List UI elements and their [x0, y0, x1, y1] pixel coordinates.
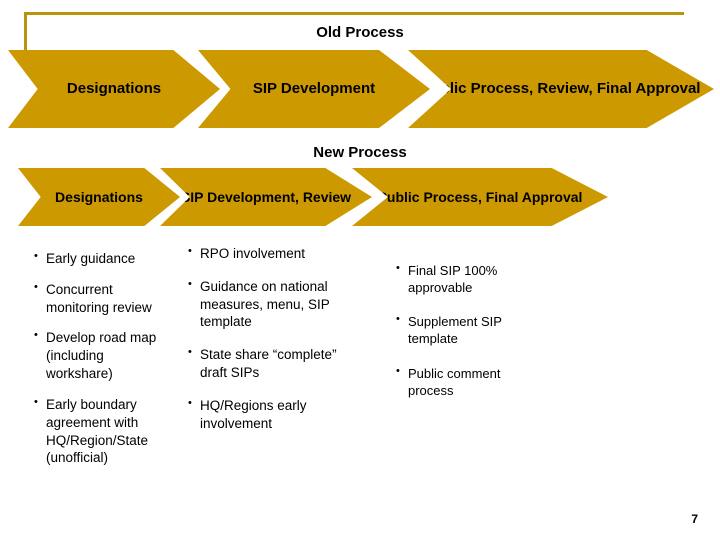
list-item: Final SIP 100% approvable — [396, 261, 514, 296]
new-arrow-public-process-label: Public Process, Final Approval — [377, 188, 583, 205]
new-arrow-public-process: Public Process, Final Approval — [352, 168, 608, 226]
list-item: RPO involvement — [188, 244, 338, 263]
new-arrow-designations: Designations — [18, 168, 180, 226]
old-arrow-sip-development: SIP Development — [198, 50, 430, 128]
old-arrow-public-process: Public Process, Review, Final Approval — [408, 50, 714, 128]
list-item: Guidance on national measures, menu, SIP… — [188, 277, 338, 331]
list-item: Early guidance — [34, 249, 174, 268]
old-arrow-designations: Designations — [8, 50, 220, 128]
page-number: 7 — [691, 512, 698, 526]
old-arrow-designations-label: Designations — [66, 80, 162, 98]
designations-details-column: Early guidance Concurrent monitoring rev… — [34, 249, 174, 480]
new-process-title: New Process — [313, 144, 407, 161]
new-arrow-sip-development-label: SIP Development, Review — [180, 188, 352, 205]
left-frame-line — [24, 12, 27, 64]
list-item: Public comment process — [396, 364, 514, 399]
list-item: Develop road map (including workshare) — [34, 328, 174, 382]
sip-development-details-column: RPO involvement Guidance on national mea… — [188, 244, 338, 448]
old-arrow-sip-development-label: SIP Development — [252, 80, 376, 98]
old-arrow-public-process-label: Public Process, Review, Final Approval — [421, 80, 701, 98]
list-item: Supplement SIP template — [396, 312, 514, 347]
new-arrow-sip-development: SIP Development, Review — [160, 168, 372, 226]
old-process-title: Old Process — [316, 24, 404, 41]
new-arrow-designations-label: Designations — [55, 188, 143, 205]
list-item: State share “complete” draft SIPs — [188, 345, 338, 382]
top-frame-line — [24, 12, 684, 15]
list-item: Concurrent monitoring review — [34, 280, 174, 317]
list-item: Early boundary agreement with HQ/Region/… — [34, 395, 174, 467]
list-item: HQ/Regions early involvement — [188, 396, 338, 433]
public-process-details-column: Final SIP 100% approvable Supplement SIP… — [396, 261, 514, 416]
